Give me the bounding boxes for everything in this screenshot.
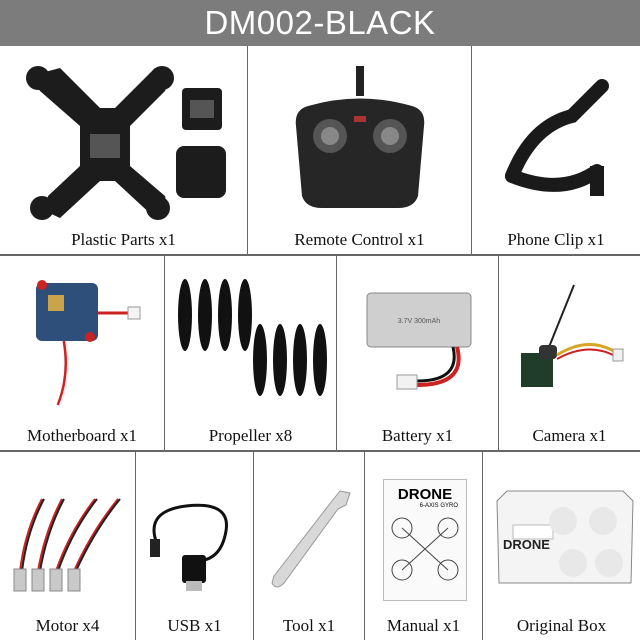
- divider-1: [0, 254, 640, 256]
- battery-print: 3.7V 300mAh: [398, 318, 441, 325]
- camera-cell: Camera x1: [499, 255, 640, 450]
- motor-image: [13, 498, 121, 592]
- box-title: DRONE: [503, 537, 550, 552]
- usb-cell: USB x1: [136, 451, 254, 640]
- tool-image: [271, 490, 351, 588]
- original-box-label: Original Box: [516, 616, 607, 635]
- original-box-image: [496, 490, 634, 584]
- propeller-label: Propeller x8: [208, 426, 293, 445]
- battery-cell: 3.7V 300mAh Battery x1: [337, 255, 499, 450]
- tool-cell: Tool x1: [254, 451, 365, 640]
- phone-clip-cell: Phone Clip x1: [472, 46, 640, 254]
- divider-2: [0, 450, 640, 452]
- camera-image: [521, 284, 624, 387]
- plastic-parts-cell: Plastic Parts x1: [0, 46, 248, 254]
- row-3: Motor x4 USB x1 Tool x1 DRONE 6-AXIS GYR…: [0, 451, 640, 640]
- motherboard-cell: Motherboard x1: [0, 255, 165, 450]
- plastic-parts-image: [26, 66, 226, 220]
- remote-control-cell: Remote Control x1: [248, 46, 472, 254]
- motor-label: Motor x4: [35, 616, 100, 635]
- phone-clip-label: Phone Clip x1: [507, 230, 605, 249]
- usb-image: [150, 503, 228, 591]
- motherboard-image: [36, 280, 141, 406]
- remote-control-label: Remote Control x1: [294, 230, 425, 249]
- product-title-banner: DM002-BLACK: [0, 0, 640, 46]
- usb-label: USB x1: [167, 616, 222, 635]
- motherboard-label: Motherboard x1: [26, 426, 137, 445]
- manual-cell: DRONE 6-AXIS GYRO Manual x1: [365, 451, 483, 640]
- motor-cell: Motor x4: [0, 451, 136, 640]
- manual-image: DRONE 6-AXIS GYRO: [383, 479, 467, 601]
- original-box-cell: DRONE Original Box: [483, 451, 640, 640]
- battery-label: Battery x1: [381, 426, 454, 445]
- phone-clip-image: [505, 79, 609, 196]
- plastic-parts-label: Plastic Parts x1: [71, 230, 176, 249]
- manual-label: Manual x1: [386, 616, 461, 635]
- battery-image: 3.7V 300mAh: [366, 292, 472, 390]
- tool-label: Tool x1: [282, 616, 336, 635]
- manual-title: DRONE: [397, 486, 453, 503]
- camera-label: Camera x1: [532, 426, 607, 445]
- propeller-image: [178, 279, 327, 396]
- remote-control-image: [295, 66, 425, 208]
- row-2: Motherboard x1 Propeller x8 3.7V 300mAh …: [0, 255, 640, 450]
- manual-drone-icon: [391, 517, 459, 581]
- propeller-cell: Propeller x8: [165, 255, 337, 450]
- manual-subtitle: 6-AXIS GYRO: [419, 503, 458, 509]
- row-1: Plastic Parts x1 Remote Control x1 Phone…: [0, 46, 640, 254]
